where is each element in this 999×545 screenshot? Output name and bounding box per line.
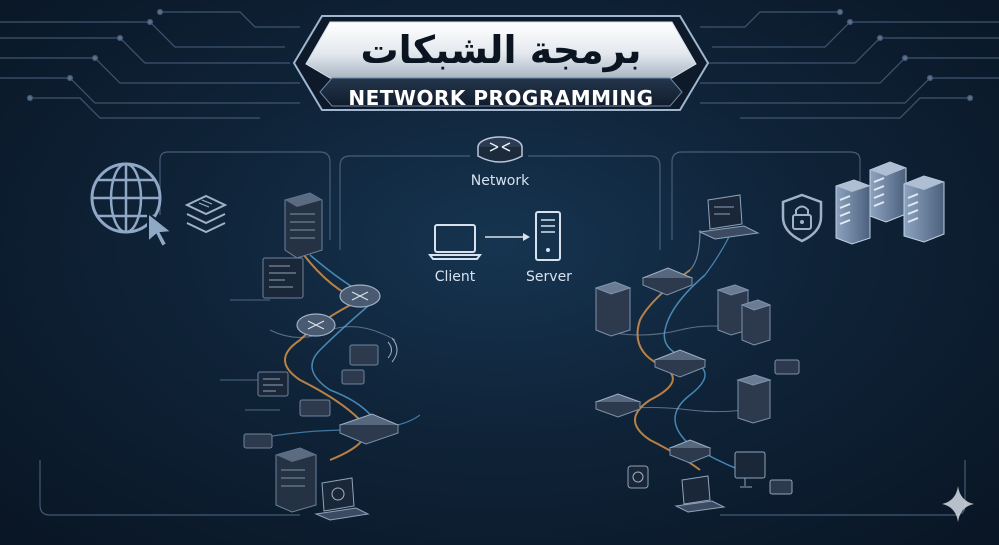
- client-label: Client: [434, 269, 476, 285]
- banner-title-arabic: برمجة الشبكات: [360, 28, 642, 72]
- switch-left: [338, 413, 400, 445]
- servers-right-mid: [594, 281, 772, 424]
- data-flow-right: [599, 229, 771, 471]
- banner-frame: [292, 15, 710, 111]
- circuit-traces-left: [0, 8, 300, 119]
- cursor-icon: [147, 210, 175, 249]
- server-label: Server: [526, 269, 572, 285]
- router-icon: [477, 136, 523, 163]
- laptop-right-top: [698, 194, 760, 240]
- network-label: Network: [470, 173, 530, 189]
- router-left-2: [296, 313, 336, 337]
- server-bottom-left: [275, 447, 317, 513]
- circuit-traces-right: [700, 8, 999, 119]
- server-rack-icon: [835, 161, 945, 245]
- banner-title-english: NETWORK PROGRAMMING: [348, 86, 654, 110]
- code-panels-left: [257, 257, 304, 397]
- laptop-icon: [428, 224, 482, 260]
- connection-arrow: [485, 233, 530, 241]
- title-banner: برمجة الشبكات NETWORK PROGRAMMING: [292, 14, 710, 112]
- devices-right-bottom: [627, 451, 793, 513]
- router-left-1: [339, 284, 381, 308]
- device-boxes-left: [243, 337, 398, 449]
- panel-lines: [39, 151, 966, 516]
- shield-lock-icon: [781, 193, 823, 243]
- sparkle-icon: [942, 486, 974, 522]
- layers-icon: [184, 194, 228, 234]
- switches-right-low: [594, 349, 800, 464]
- globe-icon: [90, 162, 162, 234]
- switch-right-top: [641, 267, 694, 296]
- server-icon: [535, 211, 561, 261]
- laptop-bottom-left: [314, 477, 370, 521]
- server-tower-left: [284, 192, 323, 259]
